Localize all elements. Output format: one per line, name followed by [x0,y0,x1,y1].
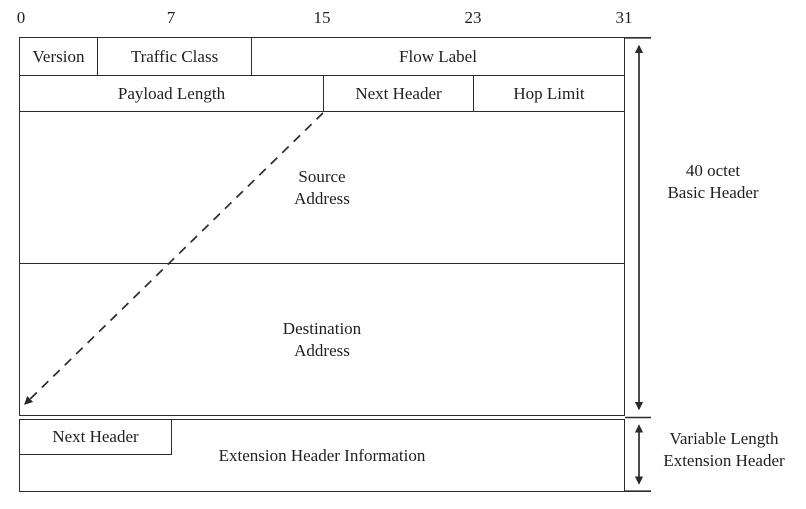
field-traffic-class: Traffic Class [97,38,251,75]
field-hop-limit: Hop Limit [473,76,624,111]
header-row-1: Version Traffic Class Flow Label [20,38,624,75]
field-destination-address: Destination Address [282,318,362,360]
extension-header-label: Variable Length Extension Header [663,429,785,470]
field-source-address: Source Address [294,166,350,208]
header-row-source: Source Address [20,111,624,263]
header-row-destination: Destination Address [20,263,624,415]
field-payload-length: Payload Length [117,83,226,103]
field-version: Version [32,46,85,66]
ruler-label-23: 23 [464,8,482,27]
extent-guide-lines [625,36,651,493]
field-ext-next-header: Next Header [20,420,172,455]
ruler-label-15: 15 [313,8,331,27]
ruler-label-0: 0 [16,8,26,27]
header-row-2: Payload Length Next Header Hop Limit [20,75,624,111]
ruler-label-31: 31 [615,8,633,27]
ruler-label-7: 7 [166,8,176,27]
basic-header-box: Version Traffic Class Flow Label Payload… [19,37,625,416]
field-next-header: Next Header [323,76,473,111]
field-flow-label: Flow Label [251,38,624,75]
field-extension-info: Extension Header Information [218,445,426,465]
basic-header-label: 40 octet Basic Header [667,161,759,202]
extension-header-box: Extension Header Information Next Header [19,419,625,492]
